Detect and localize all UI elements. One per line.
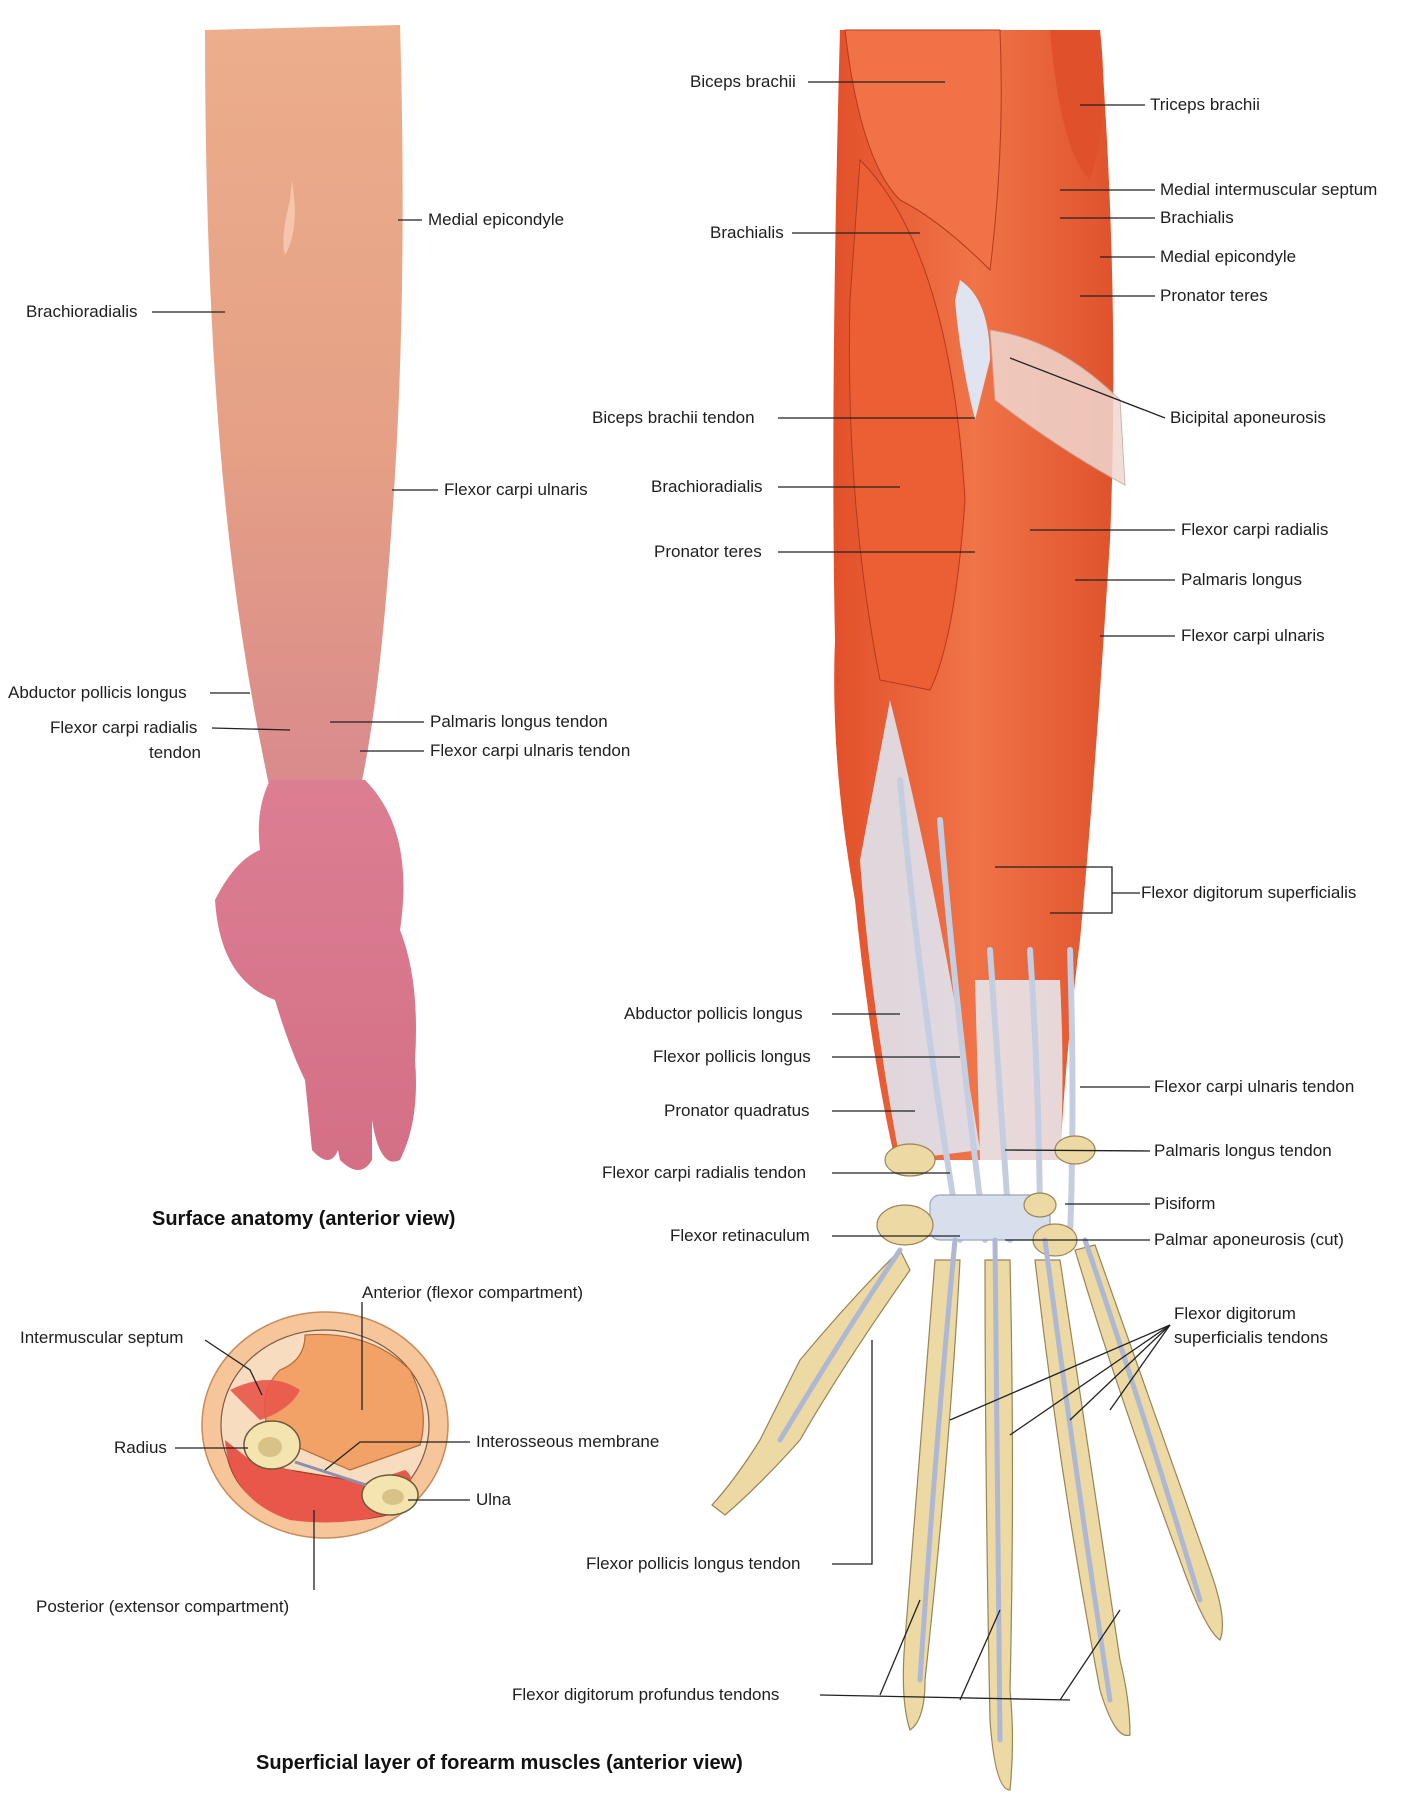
label-surface-palmaris-longus-tendon: Palmaris longus tendon [430,712,608,732]
label-fds-tendons-line1: Flexor digitorum [1174,1304,1296,1324]
title-superficial-layer: Superficial layer of forearm muscles (an… [256,1752,743,1775]
label-pronator-teres-right: Pronator teres [1160,286,1268,306]
label-flexor-pollicis-longus: Flexor pollicis longus [653,1047,811,1067]
label-pronator-teres-left: Pronator teres [654,542,762,562]
label-biceps-brachii-tendon: Biceps brachii tendon [592,408,755,428]
label-cs-interosseous-membrane: Interosseous membrane [476,1432,659,1452]
label-brachialis-left: Brachialis [710,223,784,243]
label-triceps-brachii: Triceps brachii [1150,95,1260,115]
label-flexor-pollicis-longus-tendon: Flexor pollicis longus tendon [586,1554,801,1574]
thumb-bones [712,1250,910,1515]
label-cs-anterior: Anterior (flexor compartment) [362,1283,583,1303]
surface-arm-illustration [205,25,416,1170]
label-biceps-brachii: Biceps brachii [690,72,796,92]
label-palmaris-longus: Palmaris longus [1181,570,1302,590]
label-cs-intermuscular-septum: Intermuscular septum [20,1328,183,1348]
label-pisiform: Pisiform [1154,1194,1215,1214]
label-fds-tendons-line2: superficialis tendons [1174,1328,1328,1348]
muscle-arm-illustration [712,30,1222,1790]
label-cs-ulna: Ulna [476,1490,511,1510]
label-surface-fcr-tendon-line1: Flexor carpi radialis [50,718,197,738]
label-cs-posterior: Posterior (extensor compartment) [36,1597,289,1617]
label-surface-brachioradialis: Brachioradialis [26,302,138,322]
label-medial-epicondyle-right: Medial epicondyle [1160,247,1296,267]
surface-forearm [205,25,403,790]
label-brachioradialis-left: Brachioradialis [651,477,763,497]
label-surface-medial-epicondyle: Medial epicondyle [428,210,564,230]
label-flexor-retinaculum: Flexor retinaculum [670,1226,810,1246]
label-abductor-pollicis-longus: Abductor pollicis longus [624,1004,803,1024]
label-brachialis-right: Brachialis [1160,208,1234,228]
label-surface-fcu-tendon: Flexor carpi ulnaris tendon [430,741,630,761]
label-bicipital-aponeurosis: Bicipital aponeurosis [1170,408,1326,428]
label-cs-radius: Radius [114,1438,167,1458]
label-flexor-carpi-radialis: Flexor carpi radialis [1181,520,1328,540]
ulna-marrow [382,1489,404,1505]
label-flexor-carpi-radialis-tendon: Flexor carpi radialis tendon [602,1163,806,1183]
surface-hand [215,780,416,1170]
label-palmaris-longus-tendon: Palmaris longus tendon [1154,1141,1332,1161]
label-surface-fcr-tendon-line2: tendon [149,743,201,763]
label-surface-flexor-carpi-ulnaris: Flexor carpi ulnaris [444,480,588,500]
label-flexor-carpi-ulnaris-tendon: Flexor carpi ulnaris tendon [1154,1077,1354,1097]
label-pronator-quadratus: Pronator quadratus [664,1101,810,1121]
label-flexor-carpi-ulnaris: Flexor carpi ulnaris [1181,626,1325,646]
label-fdp-tendons: Flexor digitorum profundus tendons [512,1685,779,1705]
radius-marrow [258,1437,282,1457]
title-surface-anatomy: Surface anatomy (anterior view) [152,1208,455,1231]
label-palmar-aponeurosis: Palmar aponeurosis (cut) [1154,1230,1344,1250]
label-flexor-digitorum-superficialis: Flexor digitorum superficialis [1141,883,1356,903]
fds-tendons-lower [975,980,1063,1160]
cross-section-illustration [202,1312,448,1538]
label-medial-intermuscular-septum: Medial intermuscular septum [1160,180,1377,200]
label-surface-abductor-pollicis-longus: Abductor pollicis longus [8,683,187,703]
